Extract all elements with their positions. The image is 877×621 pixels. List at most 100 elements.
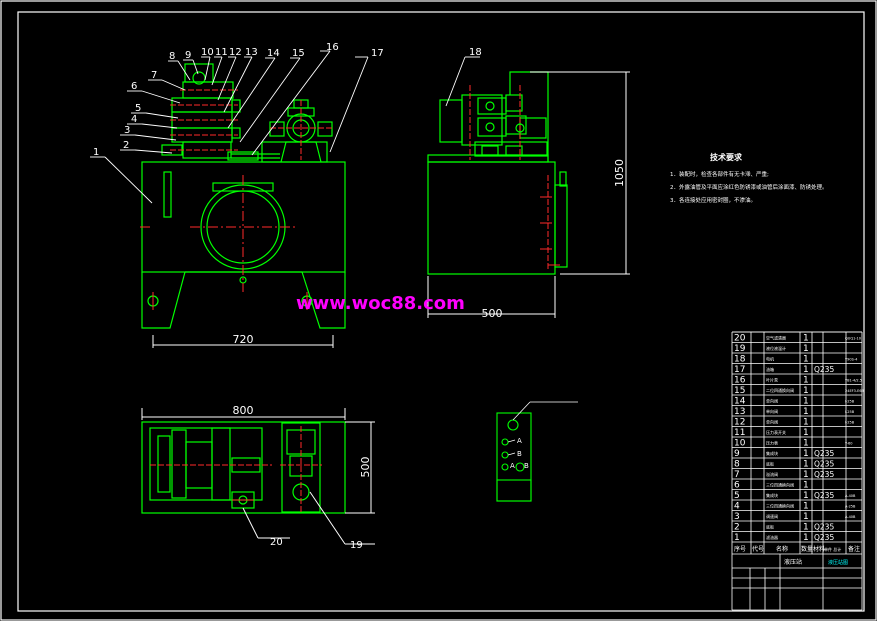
balloon-9: 9 [185,50,191,61]
parts-row-qty: 1 [803,533,809,543]
parts-row-name: 集成块 [766,450,778,456]
parts-row-no: 16 [734,376,746,386]
watermark: www.woc88.com [296,293,465,314]
parts-row-note: I-25B [845,421,855,425]
balloon-18: 18 [469,47,482,58]
parts-row-name: 单向阀 [766,398,778,404]
parts-row-no: 9 [734,449,740,459]
parts-row-qty: 1 [803,428,809,438]
parts-row-material: Q235 [814,491,834,500]
parts-header-note: 备注 [848,545,860,553]
parts-row-qty: 1 [803,334,809,344]
parts-row-material: Q235 [814,523,834,532]
parts-row-no: 4 [734,502,740,512]
parts-row-no: 3 [734,512,740,522]
balloon-10: 10 [201,47,214,58]
tech-notes: 技术要求 1．装配时，检查各部件有无卡滞、严重; 2．外露油管及平面应涂红色防锈… [670,152,828,204]
front-view: 720 1 2 3 4 5 6 7 [90,42,384,348]
parts-row-qty: 1 [803,512,809,522]
panel-label-a1: A [517,437,522,445]
parts-row-name: 调速阀 [766,513,778,519]
balloon-19: 19 [350,540,363,551]
parts-row-qty: 1 [803,470,809,480]
parts-row-name: 集成块 [766,492,778,498]
parts-row-name: 溢流阀 [766,471,778,477]
parts-row-no: 2 [734,523,740,533]
tech-note-2: 2．外露油管及平面应涂红色防锈漆或油管后涂面漆、防锈处理。 [670,183,828,191]
balloon-13: 13 [245,47,258,58]
parts-header-code: 代号 [752,545,764,553]
parts-row-note: A-25B [845,505,856,509]
balloon-15: 15 [292,48,305,59]
parts-row-no: 14 [734,397,746,407]
balloon-12: 12 [229,47,242,58]
title-block-drawing: 液压站图 [828,559,848,566]
parts-header-no: 序号 [734,545,746,553]
parts-row-name: 压力表 [766,440,778,446]
parts-row-name: 单向阀 [766,408,778,414]
parts-row-name: 底板 [766,461,774,467]
parts-row-name: 压力表开关 [766,429,786,435]
parts-row-name: 三位四通换向阀 [766,482,794,488]
balloon-1: 1 [93,147,99,158]
parts-row-no: 18 [734,355,746,365]
parts-row-no: 1 [734,533,740,543]
parts-row-note: I-25B [845,410,855,414]
parts-row-qty: 1 [803,460,809,470]
parts-row-name: 二位四通换向阀 [766,387,794,393]
panel-label-b1: B [517,450,522,458]
parts-row-qty: 1 [803,386,809,396]
balloon-20: 20 [270,537,283,548]
parts-row-qty: 1 [803,376,809,386]
parts-row-note: A-40B [845,515,856,519]
parts-row-qty: 1 [803,365,809,375]
side-view: 1050 500 18 [427,47,630,320]
parts-row-note: YB1-4/2.5 [845,379,862,383]
front-dim-width: 720 [233,333,254,346]
parts-row-no: 15 [734,386,745,396]
balloon-14: 14 [267,48,280,59]
parts-row-no: 13 [734,407,745,417]
parts-row-no: 8 [734,460,740,470]
top-view: 800 500 20 19 [141,404,375,551]
parts-row-material: Q235 [814,449,834,458]
balloon-3: 3 [124,125,130,136]
parts-row-name: 单向阀 [766,419,778,425]
parts-row-qty: 1 [803,407,809,417]
parts-row-qty: 1 [803,491,809,501]
tech-note-1: 1．装配时，检查各部件有无卡滞、严重; [670,170,769,178]
parts-row-qty: 1 [803,397,809,407]
title-block-name: 液压站 [784,558,802,566]
parts-header-name: 名称 [776,545,788,553]
balloon-8: 8 [169,51,175,62]
panel-view: A B A B [496,401,578,502]
parts-row-no: 20 [734,334,746,344]
parts-header-qty: 数量 [801,545,813,553]
balloon-16: 16 [326,42,339,53]
top-dim-depth: 500 [359,457,372,478]
parts-row-qty: 1 [803,523,809,533]
parts-row-note: A-40B [845,494,856,498]
parts-header-material: 材料 [813,545,825,553]
balloon-11: 11 [215,47,228,58]
parts-row-material: Q235 [814,533,834,542]
parts-row-no: 10 [734,439,746,449]
parts-row-qty: 1 [803,418,809,428]
parts-row-name: 三位四通换向阀 [766,503,794,509]
tech-note-3: 3．各连接处应用密封圈，不渗油。 [670,196,756,204]
balloon-5: 5 [135,103,141,114]
parts-row-name: 空气滤清器 [766,335,786,341]
side-dim-width: 500 [482,307,503,320]
balloon-7: 7 [151,70,157,81]
top-dim-width: 800 [233,404,254,417]
parts-row-no: 11 [734,428,745,438]
parts-header-weight: 单件 总计 [824,546,841,552]
parts-row-material: Q235 [814,460,834,469]
parts-row-material: Q235 [814,365,834,374]
parts-row-qty: 1 [803,439,809,449]
parts-row-name: 油箱 [766,366,774,372]
parts-row-qty: 1 [803,449,809,459]
